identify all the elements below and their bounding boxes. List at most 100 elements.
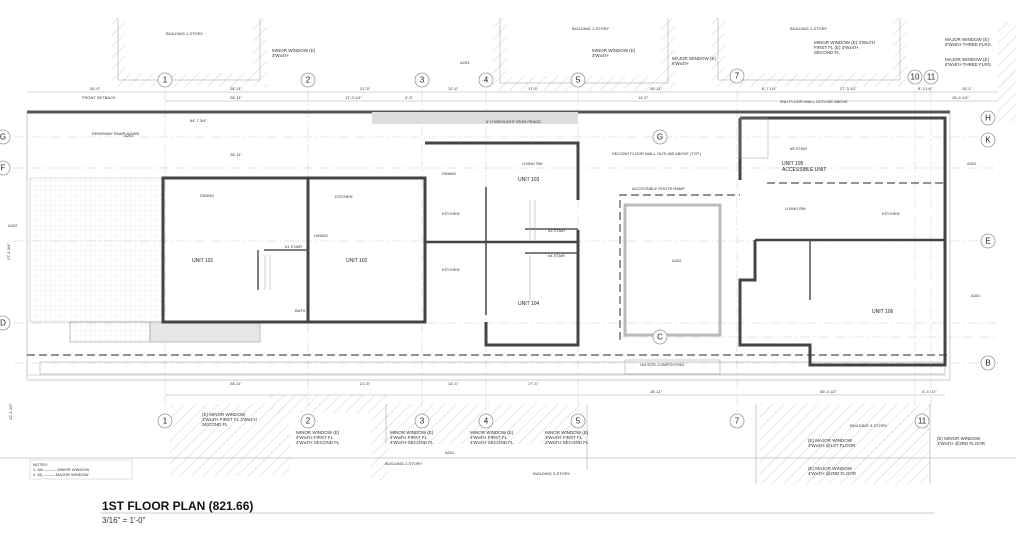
unit-label: UNIT 105 <box>782 161 804 167</box>
dimension: 28'-11" <box>230 381 243 386</box>
room-label: DINING <box>314 233 328 238</box>
dimension: 12'-1 1/2" <box>8 403 13 420</box>
grid-bubble: 10 <box>911 73 920 82</box>
window-note: MINOR WINDOW (E) 3'Wx4'H <box>592 48 636 59</box>
dimension: 6'-7 1/4" <box>762 86 777 91</box>
building-label: BUILDING 2-STORY <box>790 26 828 31</box>
dimension: 17'-3 1/4" <box>345 95 362 100</box>
room-label: DINING <box>200 193 214 198</box>
room-label: DINING <box>442 171 456 176</box>
grid-bubbles-top: 1 2 3 4 5 7 10 11 <box>157 68 939 88</box>
window-note: MINOR WINDOW (E) 3'Wx4'H FIRST FL (E) 3'… <box>814 40 875 56</box>
room-label: KITCHEN <box>882 211 900 216</box>
grid-bubble: E <box>985 237 990 246</box>
window-note: MINOR WINDOW (E) 4'Wx4'H FIRST FL 4'Wx4'… <box>296 430 340 446</box>
unit-label: UNIT 103 <box>518 177 540 183</box>
unit-label: UNIT 102 <box>346 258 368 264</box>
section-tag: A201 <box>445 450 455 455</box>
grid-bubble: D <box>0 319 6 328</box>
dimension: 21'-5" <box>360 86 371 91</box>
grid-bubble: 1 <box>163 417 168 426</box>
dimension-lines: 26'-0" 28'-11" 21'-5" 12'-4" 17'-4" 28'-… <box>6 86 998 420</box>
drawing-title: 1ST FLOOR PLAN (821.66) <box>102 499 253 513</box>
grid-bubble: 1 <box>163 76 168 85</box>
section-tag: A202 <box>672 258 682 263</box>
ramp-label: ACCESSIBLE ROUTE RAMP <box>632 186 685 191</box>
unit-label: UNIT 106 <box>872 309 894 315</box>
dimension: 21'-5" <box>360 381 371 386</box>
dimension: 64'-7 3/4" <box>190 118 207 123</box>
window-note: (E) MAJOR WINDOW 4'Wx4'H @1ST FLOOR <box>808 438 856 449</box>
grid-bubble: C <box>657 333 663 342</box>
building-label: BUILDING 3-STORY <box>533 471 571 476</box>
dimension: 28'-11" <box>230 86 243 91</box>
driveway-label: DRIVEWAY RAMP DOWN <box>92 131 139 136</box>
building-label: BUILDING 2-STORY <box>385 461 423 466</box>
room-label: KITCHEN <box>442 267 460 272</box>
dimension: 17'-4" <box>528 381 539 386</box>
grid-bubble: 11 <box>918 417 927 426</box>
grid-bubble: 4 <box>484 76 489 85</box>
drawing-title-block: 1ST FLOOR PLAN (821.66) 3/16" = 1'-0" <box>100 499 935 525</box>
grid-bubble: G <box>0 133 6 142</box>
room-label: LIVING RM <box>522 161 542 166</box>
section-tag: A203 <box>460 60 470 65</box>
grid-bubble: 7 <box>735 417 740 426</box>
grid-bubbles-bottom: 1 2 3 4 5 7 11 <box>157 413 930 429</box>
window-note: MINOR WINDOW (E) 3'Wx4'H <box>272 48 316 59</box>
notes-box: NOTES: 1. Mn ——— MINOR WINDOW 2. Mj ——— … <box>29 459 133 480</box>
dimension: 4'-3" <box>405 95 414 100</box>
dimension: 15'-1" <box>962 86 973 91</box>
dimension: 15'-4 1/4" <box>952 95 969 100</box>
window-note: (E) MINOR WINDOW 3'Wx4'H FIRST FL 3'Wx4'… <box>202 412 257 428</box>
dimension: 4'-3 1/2" <box>922 389 937 394</box>
dimension: 17'-4" <box>528 86 539 91</box>
stair-label: #5 STAIR <box>790 146 807 151</box>
window-note: MAJOR WINDOW (E) 6'Wx4'H <box>672 56 716 67</box>
room-label: KITCHEN <box>335 194 353 199</box>
grid-bubble: 3 <box>420 417 425 426</box>
stair-label: #1 STAIR <box>285 244 302 249</box>
building-walls <box>161 116 947 367</box>
grid-bubble: H <box>985 114 991 123</box>
grid-bubble: 5 <box>576 76 581 85</box>
building-label: BUILDING 1-STORY <box>572 26 610 31</box>
window-note: MINOR WINDOW (E) 4'Wx4'H FIRST FL 4'Wx4'… <box>470 430 514 446</box>
stair-label: #4 STAIR <box>548 253 565 258</box>
dimension: 28'-11" <box>230 95 243 100</box>
window-note: MAJOR WINDOW (E) 6'Wx5'H THREE FLRS. <box>945 37 992 48</box>
grid-bubble: 5 <box>576 417 581 426</box>
grid-bubble: 4 <box>484 417 489 426</box>
section-tag: A302 <box>967 161 977 166</box>
site-plan: DRIVEWAY RAMP DOWN 6' H WROUGHT IRON FEN… <box>26 99 951 381</box>
section-tags: A201 A202 A203 A301 A302 A201 A202 <box>8 60 981 455</box>
grid-bubble: 2 <box>306 76 311 85</box>
stair-label: #3 STAIR <box>548 228 565 233</box>
section-tag: A202 <box>8 223 18 228</box>
window-note: (E) MINOR WINDOW 3'Wx4'H @3RD FLOOR <box>937 436 986 447</box>
dimension: 14'-2" <box>638 95 649 100</box>
grid-bubbles-rows: G F D H K E B G C <box>0 110 996 371</box>
dimension: 35'-3 1/2" <box>820 389 837 394</box>
wall-outline-label: SECOND FLOOR WALL OUTLINE ABOVE (TYP.) <box>612 151 702 156</box>
room-labels: UNIT 101 UNIT 102 UNIT 103 UNIT 104 UNIT… <box>192 146 900 315</box>
front-setback-label: FRONT SETBACK <box>82 95 116 100</box>
room-label: BATH <box>295 308 305 313</box>
section-tag: A201 <box>124 133 134 138</box>
room-label: LIVING RM <box>785 206 805 211</box>
dimension: 28'-11" <box>230 152 243 157</box>
dimension: 27'-1 3/4" <box>6 243 11 260</box>
drawing-scale: 3/16" = 1'-0" <box>102 516 146 525</box>
grid-bubble: 11 <box>927 73 936 82</box>
room-label: KITCHEN <box>442 211 460 216</box>
unit-label: UNIT 104 <box>518 301 540 307</box>
dimension: 12'-4" <box>448 86 459 91</box>
section-tag: A301 <box>971 293 981 298</box>
building-label: BUILDING 1-STORY <box>166 31 204 36</box>
dimension: 28'-11" <box>650 389 663 394</box>
building-label: BUILDING 3-STORY <box>850 423 888 428</box>
neighbor-buildings <box>0 18 1016 484</box>
dimension: 5'-3 1/4" <box>918 86 933 91</box>
window-note: MINOR WINDOW (E) 3'Wx4'H FIRST FL 3'Wx4'… <box>545 430 589 446</box>
